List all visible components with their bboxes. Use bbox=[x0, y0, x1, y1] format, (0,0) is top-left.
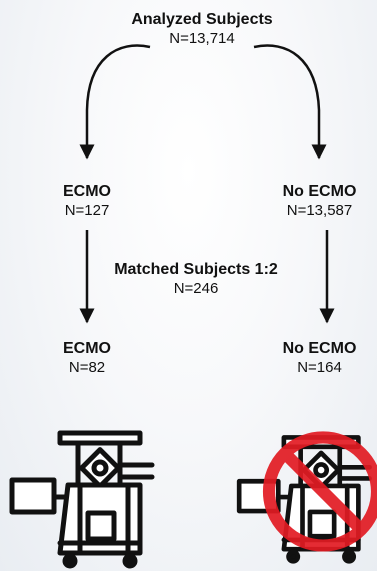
ecmo-node: ECMO N=127 bbox=[37, 182, 137, 221]
matched-ecmo-title: ECMO bbox=[63, 340, 111, 357]
arrow-top-to-ecmo bbox=[79, 44, 151, 160]
analyzed-subjects-count: N=13,714 bbox=[169, 30, 235, 47]
matched-ecmo-node: ECMO N=82 bbox=[37, 339, 137, 378]
prohibition-sign bbox=[262, 431, 377, 552]
matched-no-ecmo-node: No ECMO N=164 bbox=[262, 339, 377, 378]
no-ecmo-count: N=13,587 bbox=[286, 202, 353, 219]
analyzed-subjects-node: Analyzed Subjects N=13,714 bbox=[102, 10, 302, 49]
matched-subjects-title: Matched Subjects 1:2 bbox=[114, 261, 278, 278]
matched-subjects-node: Matched Subjects 1:2 N=246 bbox=[96, 260, 296, 299]
matched-subjects-count: N=246 bbox=[173, 280, 219, 297]
analyzed-subjects-title: Analyzed Subjects bbox=[131, 11, 273, 28]
ecmo-count: N=127 bbox=[64, 202, 110, 219]
matched-no-ecmo-title: No ECMO bbox=[282, 340, 357, 357]
matched-no-ecmo-count: N=164 bbox=[297, 359, 342, 376]
ecmo-title: ECMO bbox=[63, 183, 111, 200]
ecmo-machine-prohibited-icon bbox=[236, 431, 377, 564]
no-ecmo-node: No ECMO N=13,587 bbox=[262, 182, 377, 221]
matched-ecmo-count: N=82 bbox=[68, 359, 106, 376]
ecmo-machine-icon bbox=[9, 430, 155, 569]
arrow-top-to-no-ecmo bbox=[253, 44, 327, 160]
no-ecmo-title: No ECMO bbox=[282, 183, 357, 200]
